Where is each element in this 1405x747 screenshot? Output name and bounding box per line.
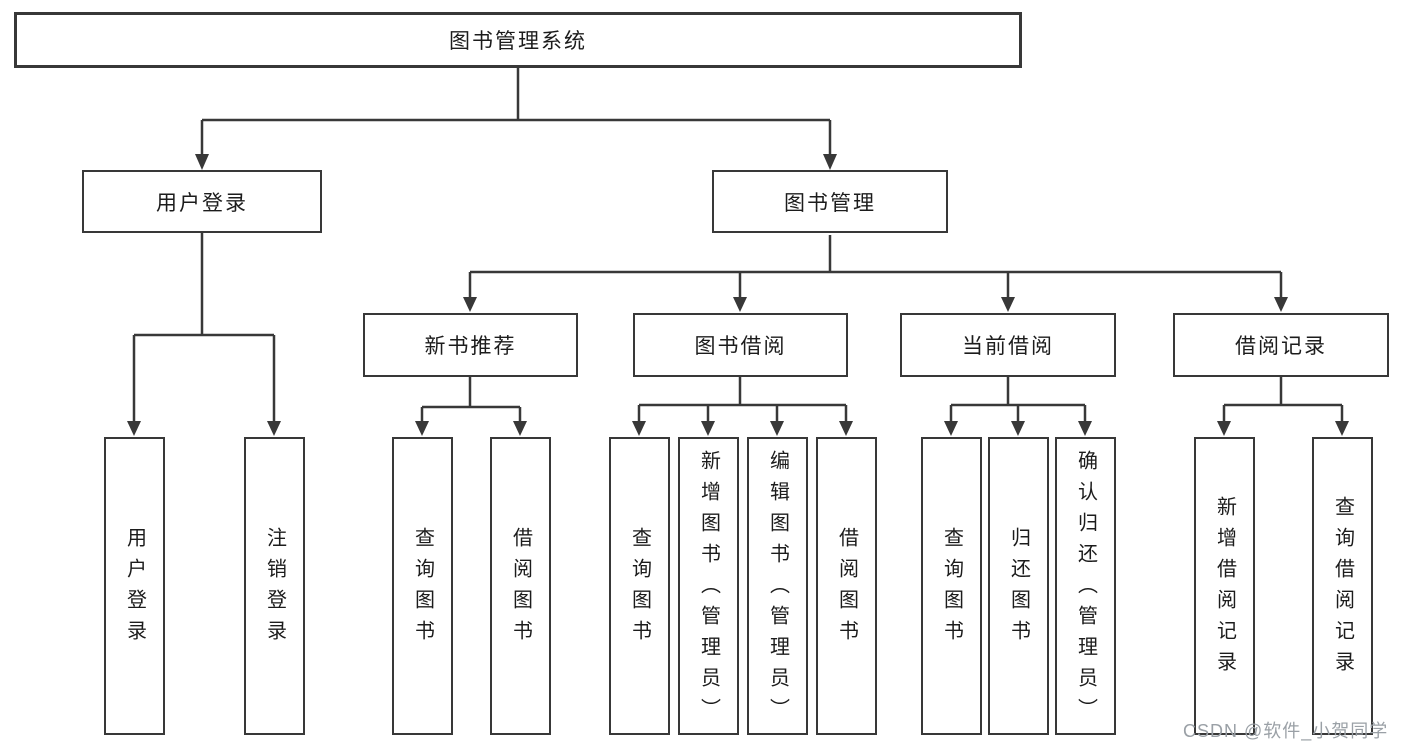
leaf-add-books-admin: 新增图书（管理员） bbox=[678, 437, 739, 735]
leaf-logout: 注销登录 bbox=[244, 437, 305, 735]
leaf-query-books-current: 查询图书 bbox=[921, 437, 982, 735]
connector-current-borrow bbox=[944, 377, 1092, 436]
node-current-borrow: 当前借阅 bbox=[900, 313, 1116, 377]
connector-borrow-records bbox=[1217, 377, 1349, 436]
node-borrow-records: 借阅记录 bbox=[1173, 313, 1389, 377]
leaf-borrow-books-recommend: 借阅图书 bbox=[490, 437, 551, 735]
node-user-login: 用户登录 bbox=[82, 170, 322, 233]
node-new-book-recommend: 新书推荐 bbox=[363, 313, 578, 377]
connector-new-book-recommend bbox=[415, 377, 527, 436]
leaf-query-borrow-record: 查询借阅记录 bbox=[1312, 437, 1373, 735]
connector-book-borrow bbox=[632, 377, 853, 436]
node-book-borrow: 图书借阅 bbox=[633, 313, 848, 377]
leaf-return-books: 归还图书 bbox=[988, 437, 1049, 735]
node-root: 图书管理系统 bbox=[14, 12, 1022, 68]
node-book-management: 图书管理 bbox=[712, 170, 948, 233]
leaf-borrow-books: 借阅图书 bbox=[816, 437, 877, 735]
leaf-confirm-return-admin: 确认归还（管理员） bbox=[1055, 437, 1116, 735]
leaf-add-borrow-record: 新增借阅记录 bbox=[1194, 437, 1255, 735]
connector-book-management bbox=[463, 235, 1288, 312]
leaf-edit-books-admin: 编辑图书（管理员） bbox=[747, 437, 808, 735]
csdn-watermark: CSDN @软件_小贺同学 bbox=[1183, 721, 1389, 741]
connector-user-login bbox=[127, 233, 281, 436]
connector-root bbox=[195, 68, 837, 170]
leaf-user-login: 用户登录 bbox=[104, 437, 165, 735]
leaf-query-books-recommend: 查询图书 bbox=[392, 437, 453, 735]
leaf-query-books-borrow: 查询图书 bbox=[609, 437, 670, 735]
